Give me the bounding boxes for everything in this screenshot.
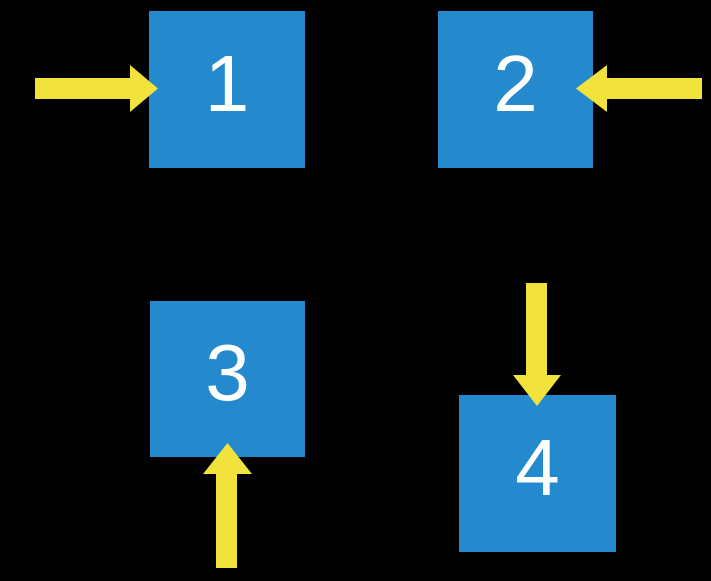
box-3[interactable]: 3: [150, 301, 305, 457]
box-4[interactable]: 4: [459, 395, 616, 552]
box-1[interactable]: 1: [149, 11, 305, 168]
box-1-label: 1: [204, 38, 250, 128]
box-2-label: 2: [493, 38, 538, 128]
arrow-right-icon: [35, 65, 158, 112]
arrow-up-icon: [203, 443, 252, 568]
box-2[interactable]: 2: [438, 11, 593, 168]
arrow-down-icon: [513, 283, 561, 406]
box-4-label: 4: [515, 422, 560, 512]
arrow-left-icon: [576, 65, 702, 112]
box-3-label: 3: [205, 328, 250, 417]
